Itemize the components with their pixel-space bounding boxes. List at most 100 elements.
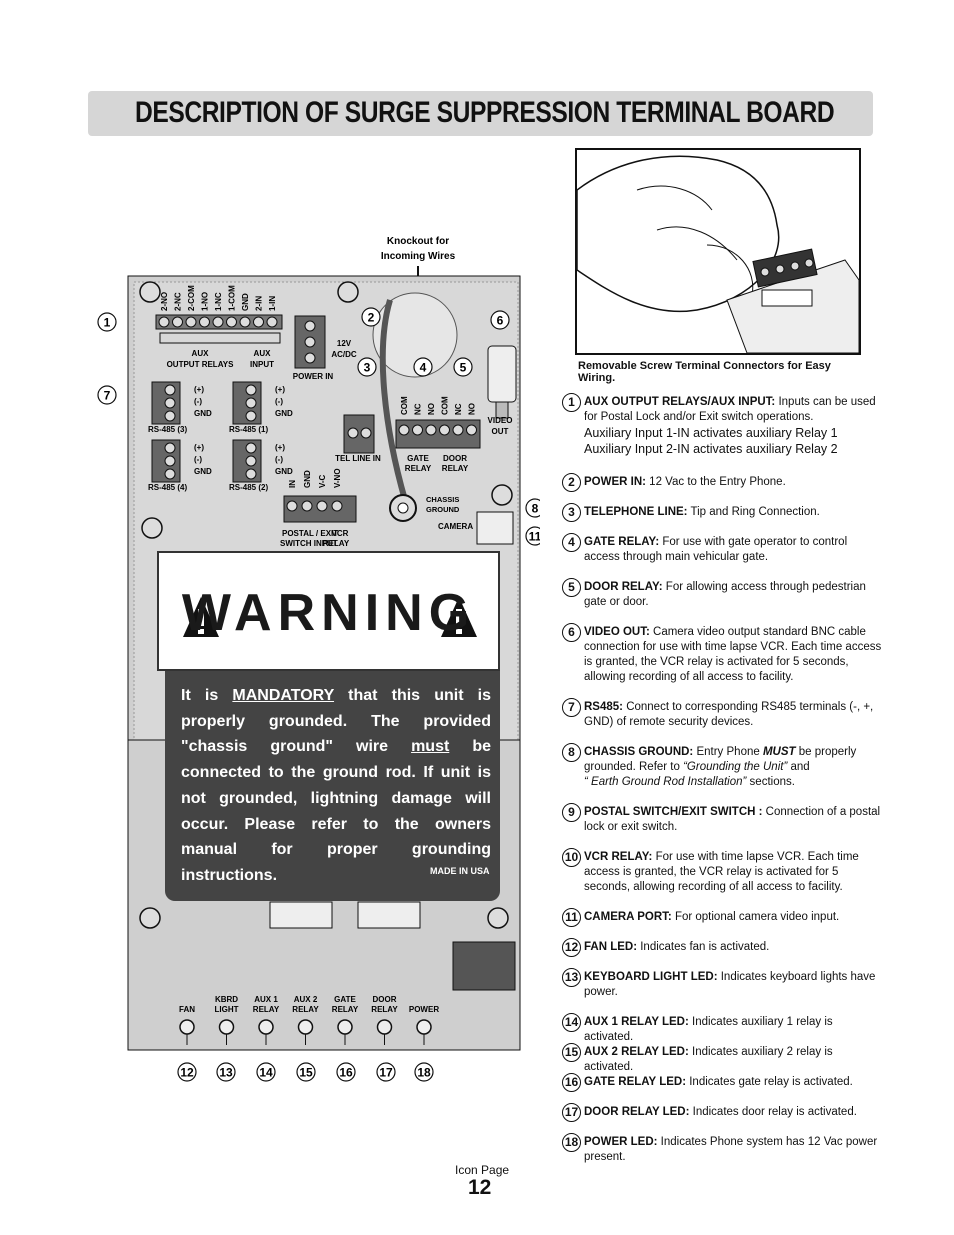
- callout-number: 6: [490, 310, 510, 330]
- callout-number: 2: [562, 473, 581, 492]
- svg-text:VIDEO: VIDEO: [488, 416, 513, 425]
- svg-text:GROUND: GROUND: [426, 505, 460, 514]
- callout-number: 12: [177, 1062, 197, 1082]
- svg-text:POWER: POWER: [409, 1005, 439, 1014]
- svg-text:(-): (-): [194, 397, 202, 406]
- svg-text:DOOR: DOOR: [373, 995, 397, 1004]
- svg-text:GND: GND: [275, 409, 293, 418]
- warning-header: WARNING: [157, 551, 500, 671]
- warning-word: WARNING: [181, 584, 476, 642]
- svg-text:6: 6: [497, 314, 504, 328]
- svg-text:AUX: AUX: [192, 349, 210, 358]
- callout-number: 4: [562, 533, 581, 552]
- knockout-label-2: Incoming Wires: [381, 251, 456, 262]
- made-in-usa: MADE IN USA: [430, 866, 490, 876]
- warning-text: It is MANDATORY that this unit is proper…: [181, 687, 491, 884]
- aux-pin-label: 2-COM: [187, 285, 196, 311]
- aux-pin-label: GND: [241, 293, 250, 311]
- svg-text:SWITCH INPUT: SWITCH INPUT: [280, 539, 338, 548]
- screw-terminal: [226, 316, 237, 328]
- relay-pin-label: COM: [400, 396, 409, 415]
- relay-pin-label: NO: [427, 403, 436, 415]
- aux-pin-label: 2-NO: [160, 292, 169, 311]
- callout-number: 1: [97, 312, 117, 332]
- gate-door-block: [395, 419, 481, 449]
- relay-pin-label: NO: [468, 403, 477, 415]
- svg-text:CHASSIS: CHASSIS: [426, 495, 459, 504]
- svg-text:RS-485 (1): RS-485 (1): [229, 425, 268, 434]
- svg-text:7: 7: [104, 389, 111, 403]
- svg-text:(+): (+): [275, 443, 285, 452]
- footer-label: Icon Page: [455, 1163, 510, 1177]
- screw-terminal: [398, 424, 410, 436]
- relay-pin-label: COM: [441, 396, 450, 415]
- connector-photo: [575, 148, 861, 355]
- svg-text:VCR: VCR: [332, 529, 349, 538]
- screw-terminal: [301, 500, 313, 512]
- screw-terminal: [425, 424, 437, 436]
- svg-text:FAN: FAN: [179, 1005, 195, 1014]
- svg-text:1: 1: [104, 316, 111, 330]
- screw-terminal: [239, 316, 251, 328]
- callout-number: 16: [562, 1073, 581, 1092]
- relay-pin-label: NC: [414, 403, 423, 415]
- svg-text:(-): (-): [275, 397, 283, 406]
- title-bar: DESCRIPTION OF SURGE SUPPRESSION TERMINA…: [88, 91, 873, 136]
- photo-caption: Removable Screw Terminal Connectors for …: [578, 360, 831, 384]
- svg-text:8: 8: [532, 502, 539, 516]
- led-indicator: POWER: [409, 1005, 439, 1045]
- screw-terminal: [412, 424, 423, 436]
- screw-terminal: [452, 424, 464, 436]
- camera-port: [476, 511, 514, 545]
- svg-text:17: 17: [379, 1066, 393, 1080]
- callout-number: 12: [562, 938, 581, 957]
- screw-terminal: [253, 316, 264, 328]
- svg-text:AC/DC: AC/DC: [331, 350, 357, 359]
- callout-number: 13: [216, 1062, 236, 1082]
- screw-terminal: [466, 424, 477, 436]
- svg-text:GATE: GATE: [407, 454, 429, 463]
- svg-text:11: 11: [529, 530, 540, 544]
- svg-text:3: 3: [364, 361, 371, 375]
- svg-text:AUX: AUX: [254, 349, 272, 358]
- callout-number: 3: [357, 357, 377, 377]
- svg-text:RS-485 (3): RS-485 (3): [148, 425, 187, 434]
- video-out-bnc: [487, 345, 517, 403]
- svg-text:RELAY: RELAY: [442, 464, 469, 473]
- aux-pin-label: 1-NO: [201, 292, 210, 311]
- screw-terminal: [266, 316, 278, 328]
- svg-text:RELAY: RELAY: [292, 1005, 319, 1014]
- svg-text:CAMERA: CAMERA: [438, 522, 473, 531]
- postal-pin-label: IN: [288, 480, 297, 488]
- svg-text:RELAY: RELAY: [405, 464, 432, 473]
- screw-terminal: [172, 316, 183, 328]
- warning-label: WARNING It is MANDATORY that this unit i…: [157, 551, 500, 901]
- warning-body: It is MANDATORY that this unit is proper…: [165, 671, 500, 901]
- screw-terminal: [185, 316, 197, 328]
- callout-number: 5: [453, 357, 473, 377]
- svg-text:LIGHT: LIGHT: [215, 1005, 239, 1014]
- callout-number: 7: [97, 385, 117, 405]
- callout-number: 4: [413, 357, 433, 377]
- callout-number: 9: [562, 803, 581, 822]
- svg-text:RS-485 (2): RS-485 (2): [229, 483, 268, 492]
- aux-pin-label: 2-NC: [174, 292, 183, 311]
- screw-terminal: [199, 316, 210, 328]
- callout-number: 15: [296, 1062, 316, 1082]
- callout-number: 2: [361, 307, 381, 327]
- callout-number: 1: [562, 393, 581, 412]
- screw-terminal: [158, 316, 170, 328]
- screw-terminal: [286, 500, 298, 512]
- relay-pin-label: NC: [454, 403, 463, 415]
- callout-number: 6: [562, 623, 581, 642]
- screw-terminal: [439, 424, 450, 436]
- warning-triangle-icon: [183, 597, 219, 637]
- svg-text:GND: GND: [275, 467, 293, 476]
